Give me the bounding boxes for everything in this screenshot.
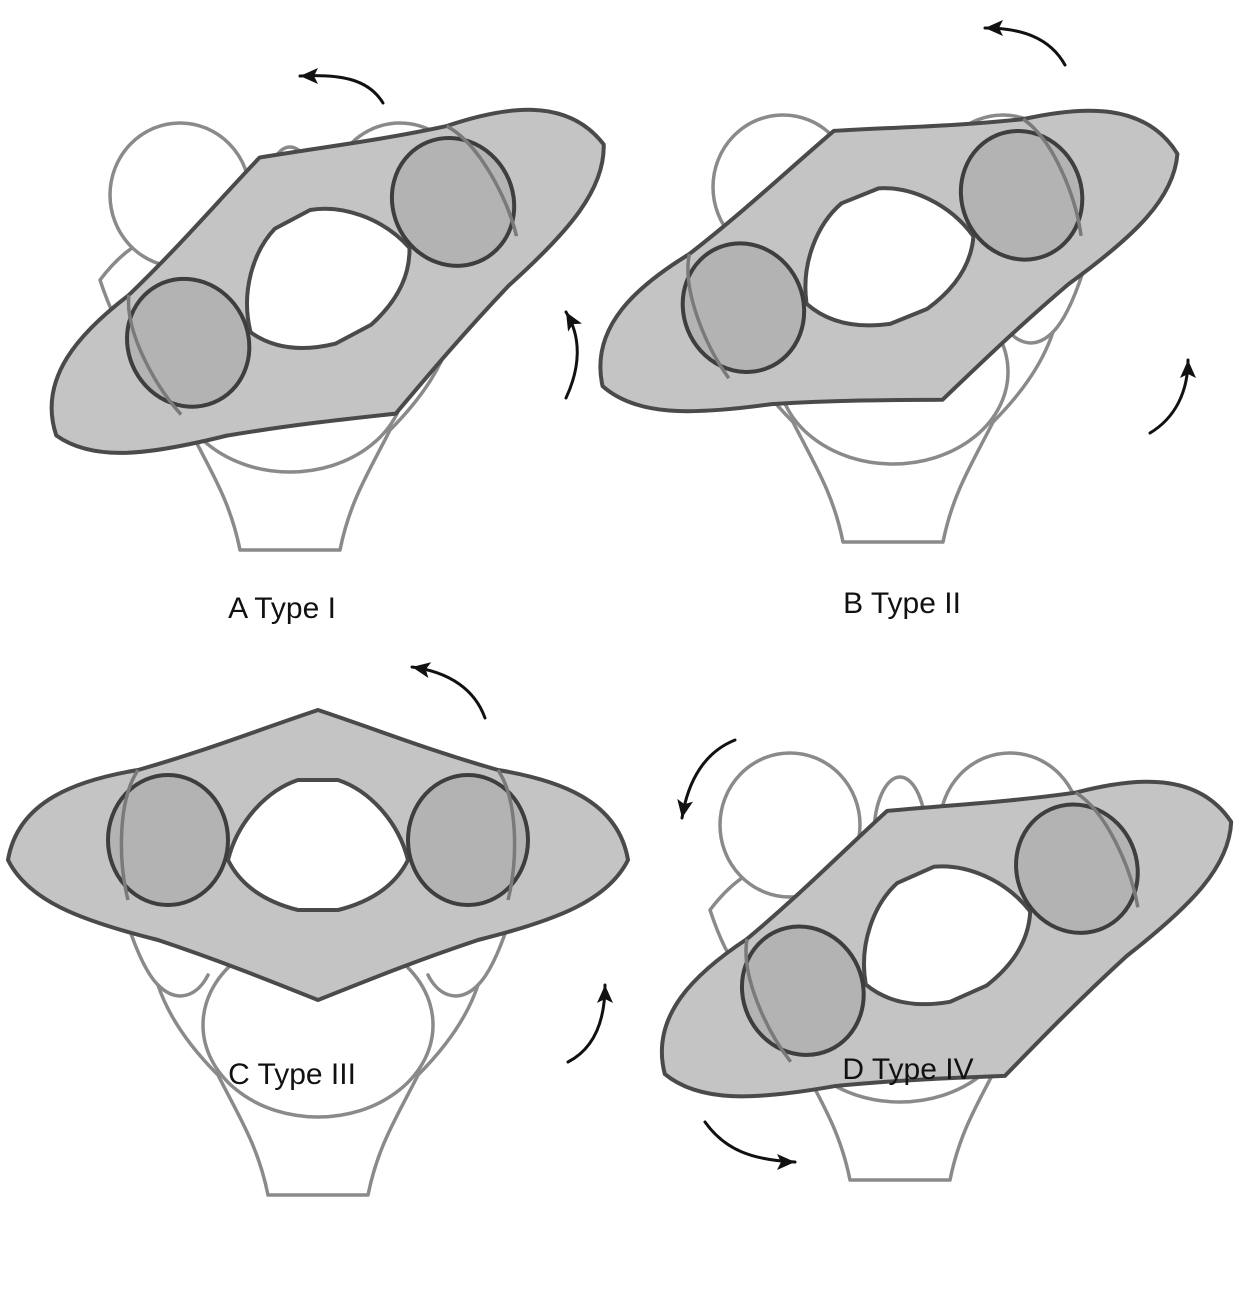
panel-c [6,659,630,1197]
panel-a [0,12,669,559]
rotation-arrow-c-top [410,665,487,720]
arrowhead-icon [559,308,582,332]
atlas-ring-c [6,708,630,1002]
panel-b [544,12,1232,544]
rotation-arrow-b-top [983,26,1067,67]
panel-d [601,682,1238,1204]
panel-label-b: B Type II [843,587,961,620]
panel-label-a: A Type I [228,592,336,625]
panel-label-c: C Type III [228,1058,356,1091]
panel-label-d: D Type IV [842,1053,974,1086]
rotation-arrow-c-right [566,983,607,1064]
rotation-arrow-b-right [1148,358,1190,435]
